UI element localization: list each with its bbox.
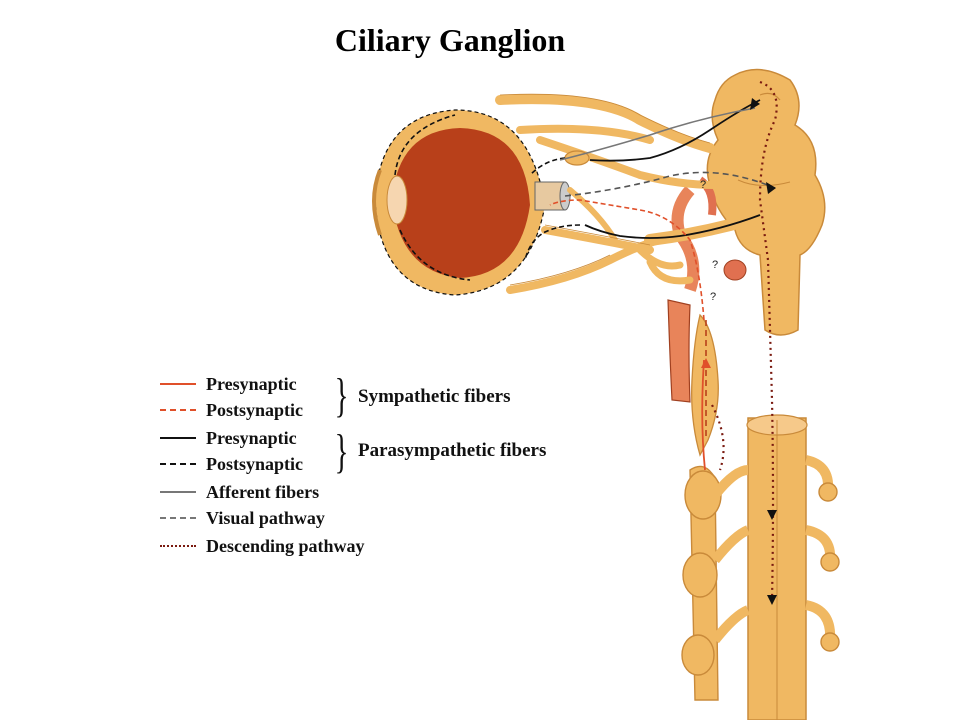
pterygopalatine-ganglion (723, 259, 747, 281)
legend-row-sympathetic-presynaptic: Presynaptic (160, 372, 297, 396)
sympathetic-chain (681, 455, 840, 701)
sympathetic-presynaptic-fibers (701, 359, 706, 471)
legend-row-afferent: Afferent fibers (160, 480, 319, 504)
diagram-title: Ciliary Ganglion (334, 22, 566, 58)
legend-row-sympathetic-postsynaptic: Postsynaptic (160, 398, 303, 422)
legend-row-visual: Visual pathway (160, 506, 325, 530)
nerve-outlines (499, 93, 711, 286)
sympathetic-postsynaptic-fibers (549, 199, 705, 321)
legend-label: Visual pathway (206, 507, 325, 528)
visual-pathway (564, 171, 776, 197)
legend-label: Presynaptic (206, 373, 297, 394)
question-mark-middle: ? (712, 259, 718, 271)
legend-label: Postsynaptic (206, 399, 304, 420)
legend-swatch-grey-solid (160, 491, 196, 493)
parasympathetic-presynaptic-fibers (584, 99, 761, 239)
question-mark-upper: ? (700, 179, 706, 191)
optic-nerve (534, 181, 571, 211)
legend-swatch-black-dashed (160, 463, 196, 465)
brainstem (706, 68, 826, 336)
descending-pathway (711, 80, 778, 601)
arrowheads (701, 98, 777, 605)
group-label-sympathetic: Sympathetic fibers (358, 386, 511, 407)
legend-swatch-black-solid (160, 437, 196, 439)
legend-row-descending: Descending pathway (160, 534, 365, 558)
legend-row-parasympathetic-presynaptic: Presynaptic (160, 426, 297, 450)
question-mark-lower: ? (710, 291, 716, 303)
parasympathetic-postsynaptic-fibers (394, 114, 581, 281)
spinal-cord (746, 414, 808, 720)
parasympathetic-brace: } (334, 425, 349, 478)
legend-row-parasympathetic-postsynaptic: Postsynaptic (160, 452, 303, 476)
group-label-parasympathetic: Parasympathetic fibers (358, 440, 547, 461)
legend-label: Presynaptic (206, 427, 297, 448)
afferent-fibers (559, 107, 756, 161)
sympathetic-brace: } (334, 369, 349, 422)
legend-label: Postsynaptic (206, 453, 304, 474)
legend-swatch-red-dashed (160, 409, 196, 411)
legend-label: Descending pathway (206, 535, 365, 556)
legend-swatch-grey-dashed (160, 517, 196, 519)
eyeball (372, 109, 546, 296)
legend-label: Afferent fibers (206, 481, 320, 502)
legend-swatch-red-solid (160, 383, 196, 385)
superior-cervical-ganglion (691, 313, 719, 457)
legend-swatch-brown-dotted (160, 545, 196, 547)
